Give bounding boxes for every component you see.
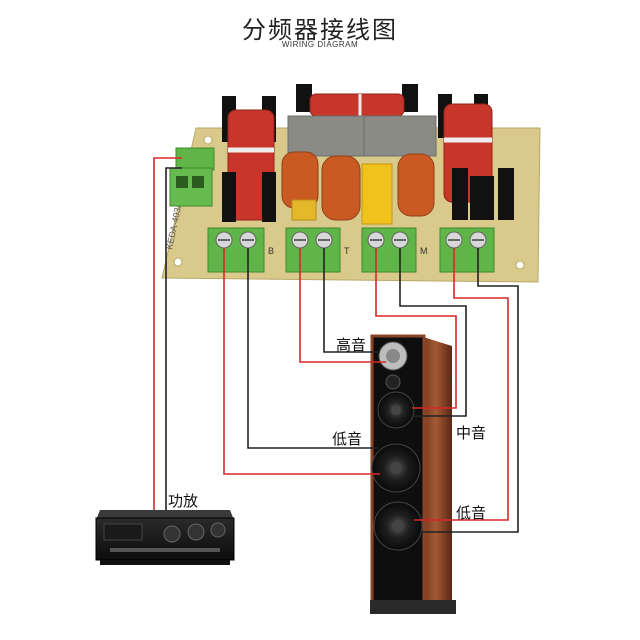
amplifier bbox=[95, 510, 235, 565]
floorstanding-speaker bbox=[370, 334, 456, 614]
terminal-mid: M bbox=[361, 227, 428, 273]
terminal-tweeter: T bbox=[285, 227, 350, 273]
film-capacitors bbox=[287, 115, 437, 157]
wire-tweeter-negative bbox=[323, 248, 380, 353]
terminal-mark-m: M bbox=[420, 246, 428, 256]
wire-amp-positive bbox=[153, 157, 182, 510]
wire-bass-positive bbox=[223, 248, 380, 475]
wire-bass2-negative bbox=[420, 248, 519, 533]
terminal-bass-2 bbox=[439, 227, 495, 273]
wire-bass-negative bbox=[247, 248, 378, 449]
wire-bass2-positive bbox=[414, 248, 509, 521]
terminal-mark-t: T bbox=[344, 246, 350, 256]
page-title: 分频器接线图 bbox=[242, 16, 398, 44]
wiring bbox=[153, 157, 519, 533]
crossover-board: KEDA-403A bbox=[161, 84, 541, 283]
inductor-left bbox=[222, 96, 276, 222]
inductor-top bbox=[296, 84, 418, 117]
page-subtitle: WIRING DIAGRAM bbox=[281, 40, 359, 49]
input-terminal bbox=[169, 147, 215, 207]
terminal-mark-b: B bbox=[268, 246, 274, 256]
electrolytic-capacitors bbox=[281, 151, 435, 225]
label-midrange: 中音 bbox=[456, 424, 486, 442]
label-tweeter: 高音 bbox=[336, 336, 366, 354]
terminal-bass: B bbox=[207, 227, 274, 273]
label-woofer-right: 低音 bbox=[456, 504, 486, 522]
wire-tweeter-positive bbox=[299, 248, 386, 363]
wire-mid-negative bbox=[399, 248, 467, 417]
label-woofer-left: 低音 bbox=[332, 430, 362, 448]
inductor-right bbox=[438, 94, 514, 220]
label-amplifier: 功放 bbox=[168, 492, 198, 510]
wire-amp-negative bbox=[165, 167, 182, 510]
wire-mid-positive bbox=[375, 248, 457, 409]
